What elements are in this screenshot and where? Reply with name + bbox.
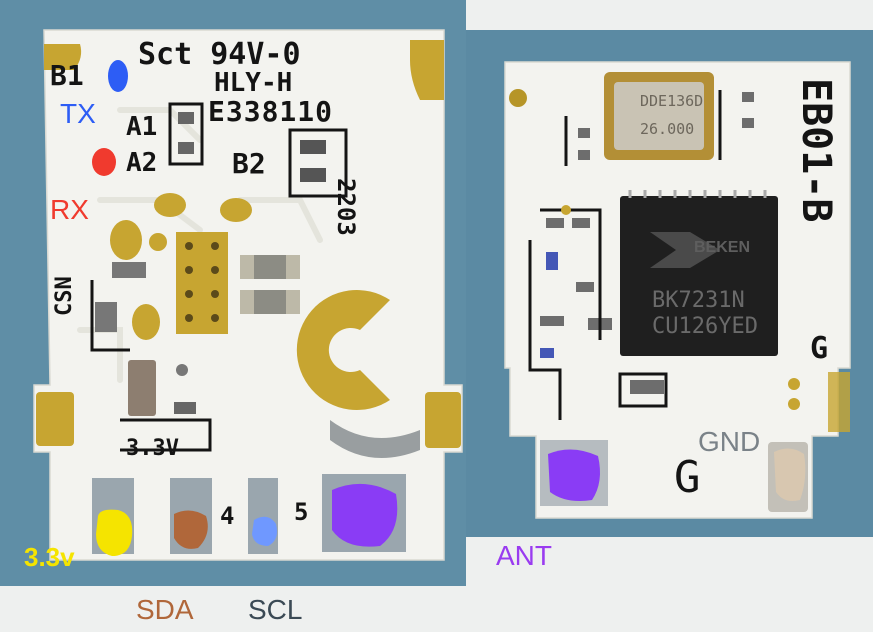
label-tx: TX [60, 98, 96, 129]
scl-marker-dot [252, 516, 277, 546]
c-shaped-ground-pad [296, 290, 390, 411]
tx-marker-dot [108, 60, 128, 92]
silk-b2: B2 [232, 147, 266, 180]
silk-g-side: G [810, 331, 829, 366]
label-scl: SCL [248, 594, 303, 625]
label-sda: SDA [136, 594, 194, 625]
silk-b1: B1 [50, 59, 84, 92]
ant-marker-dot-right [548, 449, 600, 501]
chip-code: CU126YED [652, 314, 758, 339]
silk-line2: HLY-H [214, 68, 293, 98]
header-pad-array [176, 232, 228, 334]
silk-model: EB01-B [793, 78, 839, 223]
chip-brand: BEKEN [694, 239, 751, 256]
silk-a1: A1 [126, 112, 158, 142]
silk-3v3: 3.3V [126, 436, 179, 461]
rx-marker-dot [92, 148, 116, 176]
label-gnd: GND [698, 426, 761, 457]
silk-g-bottom: G [674, 452, 701, 503]
label-rx: RX [50, 194, 89, 225]
label-3v3: 3.3v [24, 542, 75, 572]
sda-marker-dot [174, 510, 208, 549]
silk-date: 2203 [332, 178, 360, 236]
gnd-marker-dot [774, 448, 806, 501]
smd-components-left [95, 112, 326, 416]
silk-pad4: 4 [220, 502, 235, 530]
beken-logo-icon [650, 232, 720, 268]
chip-part: BK7231N [652, 288, 745, 313]
silk-line1: Sct 94V-0 [138, 37, 301, 72]
silk-pad5: 5 [294, 498, 309, 526]
left-module-board [33, 29, 463, 561]
v33-marker-dot [96, 509, 133, 556]
crystal-code: DDE136D [640, 92, 704, 110]
silk-line3: E338110 [208, 95, 334, 128]
ant-marker-dot-left [332, 483, 398, 547]
label-ant: ANT [496, 540, 552, 571]
silk-csn: CSN [52, 276, 77, 316]
crystal-freq: 26.000 [640, 120, 695, 138]
silk-a2: A2 [126, 148, 158, 178]
right-module-board [504, 61, 851, 519]
